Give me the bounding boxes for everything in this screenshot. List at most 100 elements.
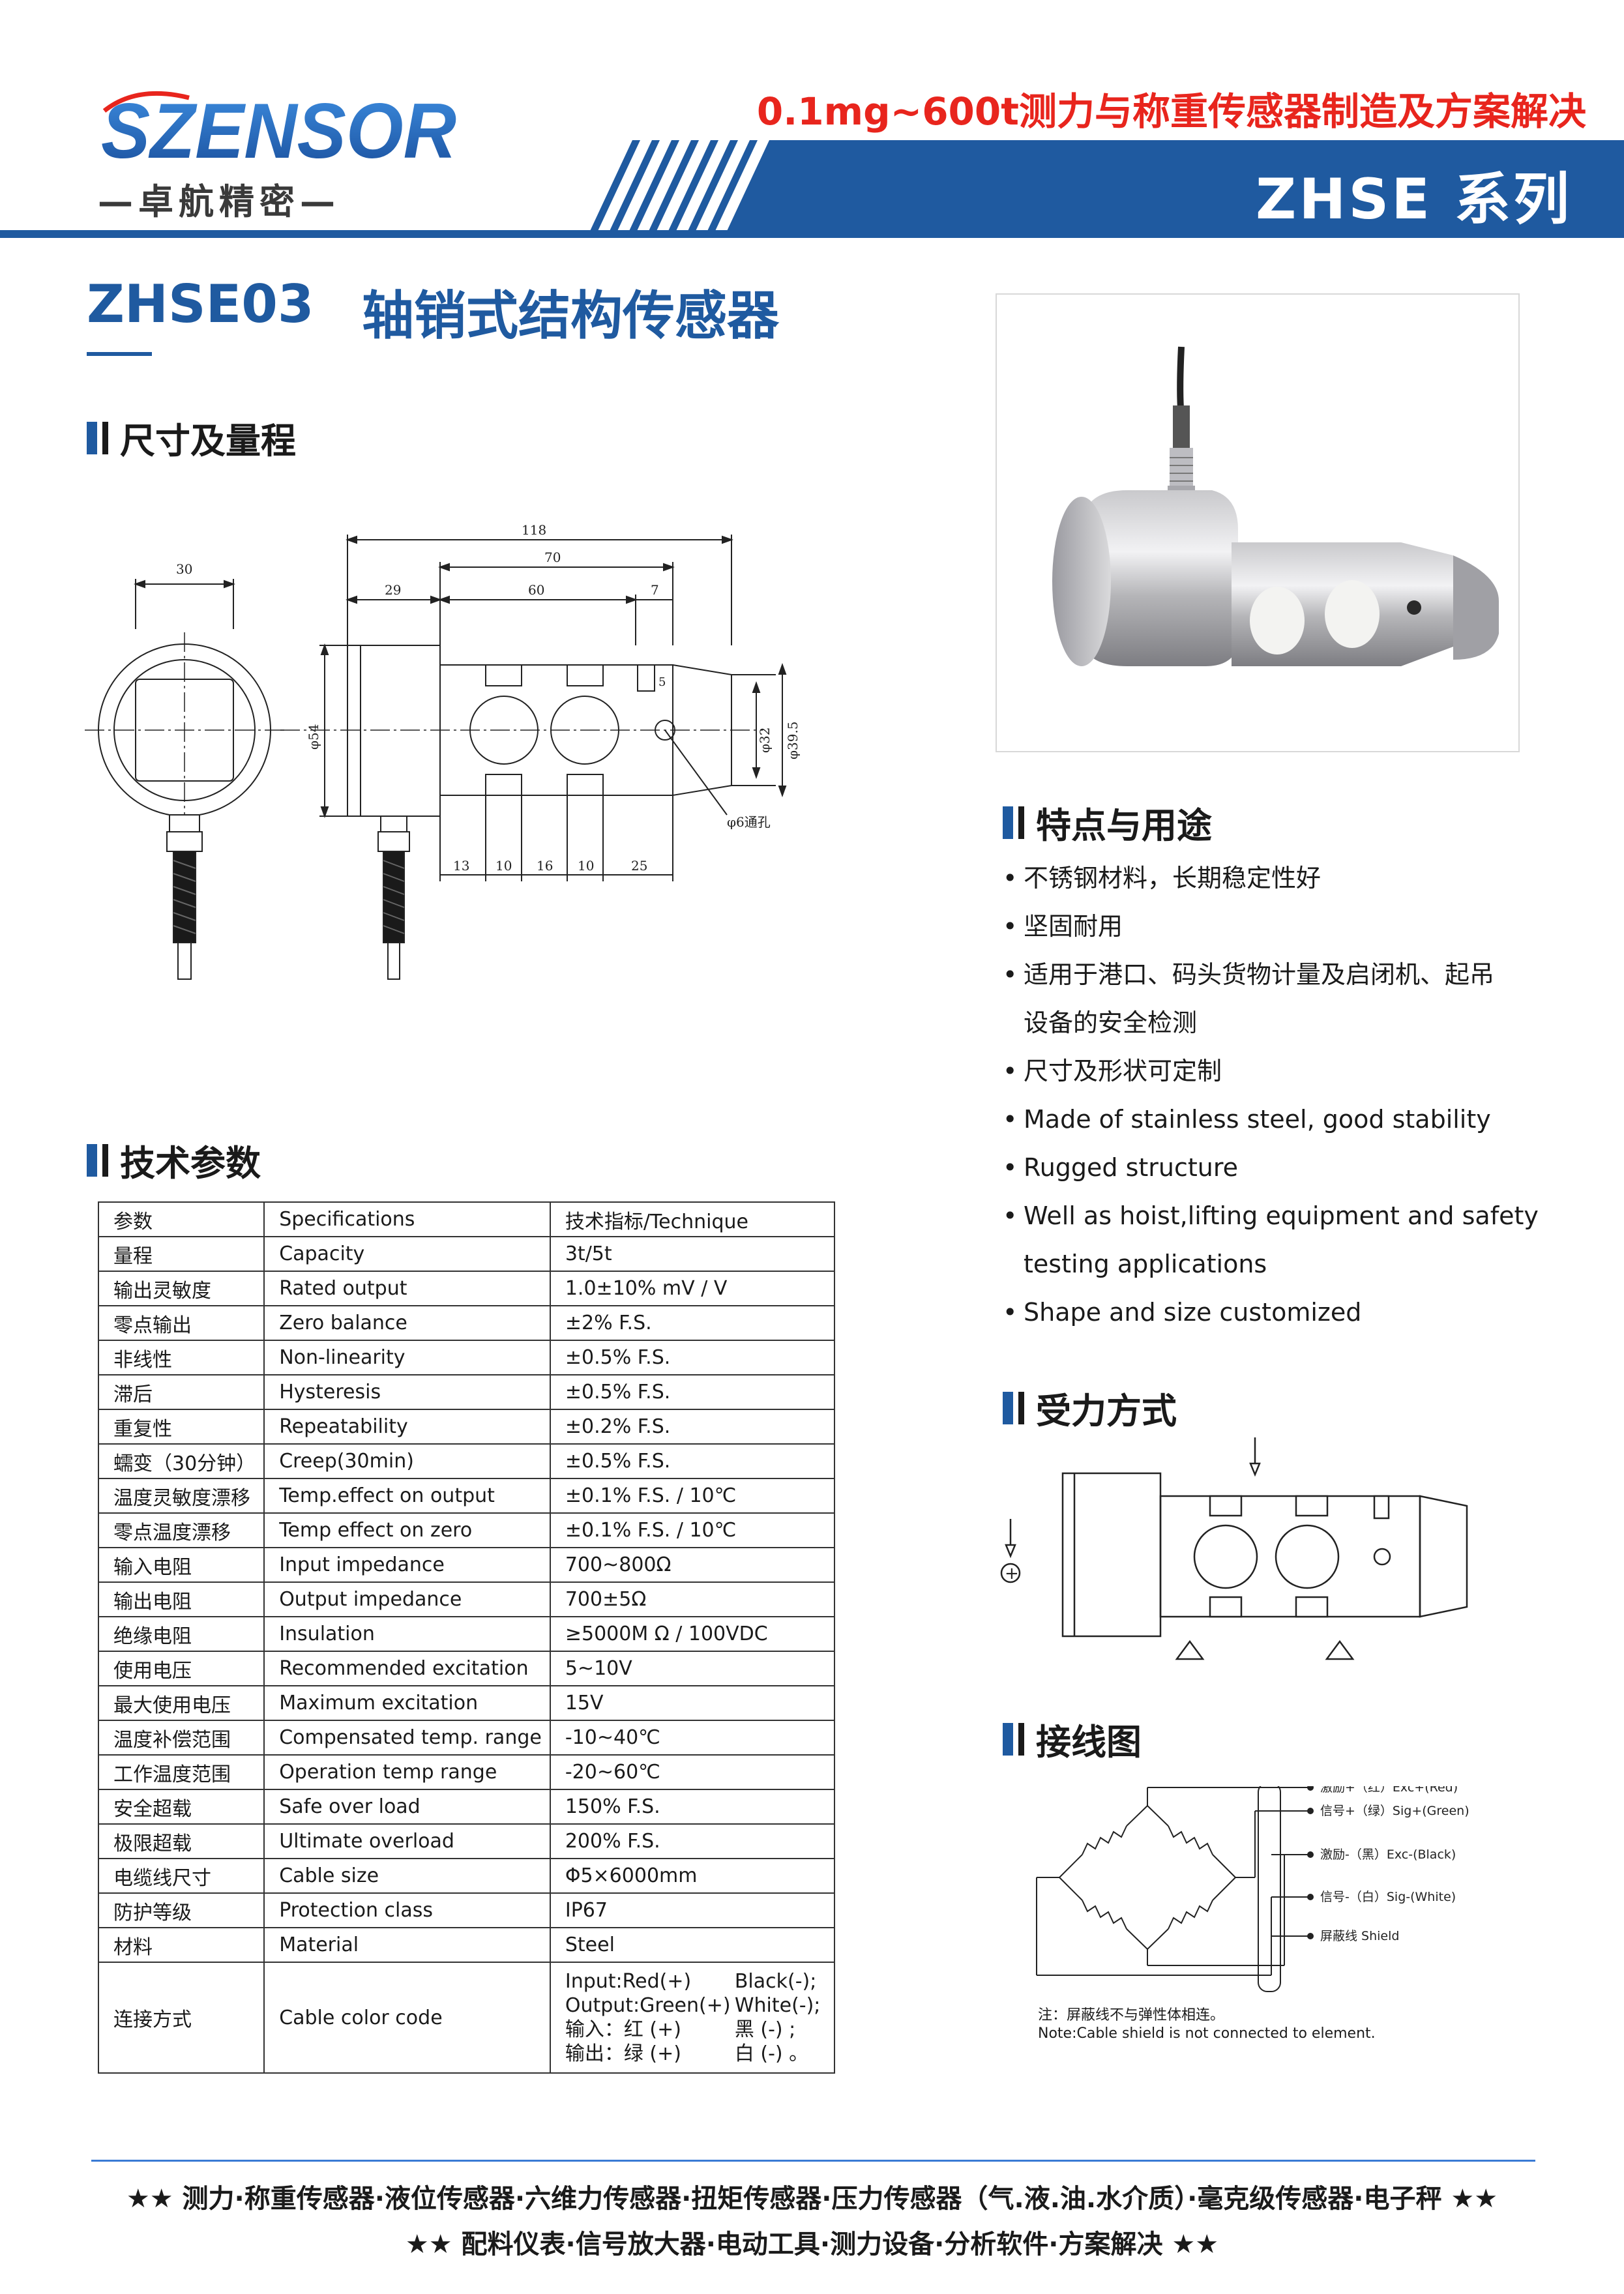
wire-label-sig-plus: 信号+（绿）Sig+(Green) [1320, 1804, 1469, 1818]
feature-item: •不锈钢材料，长期稳定性好 [1003, 864, 1321, 892]
cell-value: 700±5Ω [549, 1581, 835, 1617]
cell-value: 3t/5t [549, 1236, 835, 1272]
wire-label-exc-minus: 激励-（黑）Exc-(Black) [1320, 1847, 1456, 1862]
product-image [1052, 346, 1499, 666]
cell-en: Non-linearity [263, 1340, 551, 1375]
wiring-note-cn: 注：屏蔽线不与弹性体相连。 [1038, 2007, 1225, 2023]
heading-marker [102, 421, 108, 454]
footer-service-line: ★★ 配料仪表·信号放大器·电动工具·测力设备·分析软件·方案解决 ★★ [405, 2229, 1219, 2259]
cell-value: ±0.5% F.S. [549, 1443, 835, 1479]
cell-value: 1.0±10% mV / V [549, 1271, 835, 1306]
dim-b10a: 10 [495, 858, 512, 874]
cell-cn: 温度补偿范围 [97, 1720, 265, 1756]
company-logo: SZENSOR [101, 87, 456, 169]
cell-value: ≥5000M Ω / 100VDC [549, 1616, 835, 1652]
cell-cn: 输入电阻 [97, 1547, 265, 1583]
wheatstone-bridge [1059, 1805, 1236, 1950]
feature-list: •不锈钢材料，长期稳定性好 •坚固耐用 •适用于港口、码头货物计量及启闭机、起吊… [1003, 854, 1589, 1336]
side-view: 118 70 29 60 7 5 φ54 φ32 φ39.5 [280, 522, 801, 980]
cell-en: Zero balance [263, 1305, 551, 1341]
heading-marker [87, 421, 97, 454]
cell-cn: 连接方式 [97, 1962, 265, 2074]
table-row: 连接方式 Cable color code Input:Red(+)Black(… [97, 1962, 835, 2074]
series-title: ZHSE 系列 [1256, 167, 1572, 232]
feature-item: •Shape and size customized [1003, 1298, 1362, 1327]
cell-en: Ultimate overload [263, 1823, 551, 1859]
wire-label-shield: 屏蔽线 Shield [1320, 1929, 1399, 1943]
force-diagram: + [1000, 1437, 1468, 1660]
cell-cn: 输出灵敏度 [97, 1271, 265, 1306]
cell-value: 技术指标/Technique [549, 1201, 835, 1237]
cell-cn: 最大使用电压 [97, 1685, 265, 1721]
cell-en: Creep(30min) [263, 1443, 551, 1479]
dim-118: 118 [522, 522, 546, 538]
cell-en: Output impedance [263, 1581, 551, 1617]
feature-item-continuation: 设备的安全检测 [1024, 1008, 1198, 1037]
dim-d32: φ32 [757, 728, 773, 753]
cell-value: ±0.1% F.S. / 10℃ [549, 1478, 835, 1514]
cell-en: Temp effect on zero [263, 1512, 551, 1548]
cell-en: Specifications [263, 1201, 551, 1237]
cell-value: ±0.5% F.S. [549, 1374, 835, 1410]
heading-marker [1003, 806, 1013, 839]
wire-label-sig-minus: 信号-（白）Sig-(White) [1320, 1890, 1456, 1904]
cell-cn: 电缆线尺寸 [97, 1858, 265, 1894]
cell-cn: 使用电压 [97, 1651, 265, 1686]
feature-item: •适用于港口、码头货物计量及启闭机、起吊 [1003, 960, 1495, 989]
cell-cn: 量程 [97, 1236, 265, 1272]
cell-en: Rated output [263, 1271, 551, 1306]
cell-en: Safe over load [263, 1789, 551, 1825]
product-name: 轴销式结构传感器 [362, 286, 779, 346]
section-heading-features: 特点与用途 [1003, 797, 1212, 848]
wire-label-exc-plus: 激励+（红）Exc+(Red) [1320, 1786, 1458, 1795]
cell-cn: 安全超载 [97, 1789, 265, 1825]
cell-value: -10~40℃ [549, 1720, 835, 1756]
cell-value: -20~60℃ [549, 1754, 835, 1790]
cell-cn: 绝缘电阻 [97, 1616, 265, 1652]
cell-en: Cable color code [263, 1962, 551, 2074]
cell-value: ±0.5% F.S. [549, 1340, 835, 1375]
dimension-drawing: 30 118 70 29 60 7 [85, 522, 801, 980]
cell-value: ±0.1% F.S. / 10℃ [549, 1512, 835, 1548]
dim-b16: 16 [537, 858, 553, 874]
cell-cn: 防护等级 [97, 1892, 265, 1928]
feature-item: •Well as hoist,lifting equipment and saf… [1003, 1201, 1539, 1230]
cell-cn: 非线性 [97, 1340, 265, 1375]
cell-cn: 材料 [97, 1927, 265, 1963]
feature-item: •Made of stainless steel, good stability [1003, 1105, 1491, 1134]
heading-label: 特点与用途 [1036, 805, 1212, 846]
cell-cn: 参数 [97, 1201, 265, 1237]
plus-sign: + [1005, 1564, 1019, 1583]
cell-value: 5~10V [549, 1651, 835, 1686]
dim-d39: φ39.5 [785, 721, 801, 759]
cell-cn: 极限超载 [97, 1823, 265, 1859]
wiring-note: 注：屏蔽线不与弹性体相连。 Note:Cable shield is not c… [1038, 2007, 1376, 2043]
cell-en: Protection class [263, 1892, 551, 1928]
dim-front-30: 30 [176, 561, 192, 577]
dim-60: 60 [528, 582, 544, 598]
feature-item: •Rugged structure [1003, 1153, 1239, 1182]
logo-text: SZENSOR [101, 87, 456, 169]
product-photo [996, 293, 1520, 752]
cell-value: Φ5×6000mm [549, 1858, 835, 1894]
header-band [0, 140, 1624, 238]
cell-cn: 重复性 [97, 1409, 265, 1445]
dim-7: 7 [651, 582, 659, 598]
heading-marker [102, 1143, 108, 1177]
section-heading-wiring: 接线图 [1003, 1713, 1142, 1765]
